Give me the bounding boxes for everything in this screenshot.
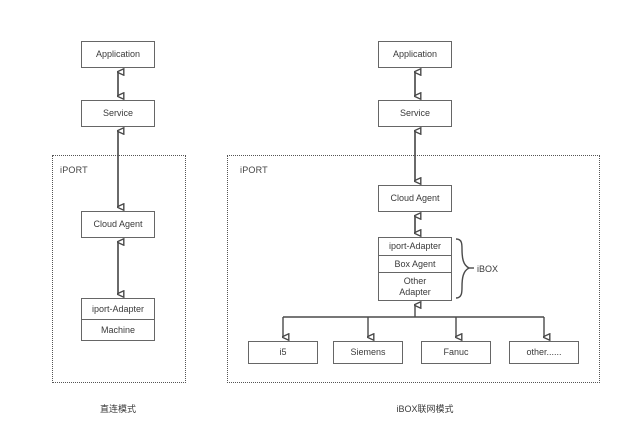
left-diagram-caption: 直连模式: [99, 404, 136, 414]
ibox-brace-label: iBOX: [477, 264, 499, 274]
right-cloud-agent-box[interactable]: Cloud Agent: [378, 185, 452, 212]
iport-zone-right: [227, 155, 600, 383]
iport-zone-left-label: iPORT: [60, 165, 88, 175]
machine-box-siemens[interactable]: Siemens: [333, 341, 403, 364]
right-application-box[interactable]: Application: [378, 41, 452, 68]
machine-box-i5[interactable]: i5: [248, 341, 318, 364]
left-service-box[interactable]: Service: [81, 100, 155, 127]
ibox-other-adapter-line1: Other: [403, 276, 427, 287]
ibox-box-agent-cell[interactable]: Box Agent: [379, 256, 451, 274]
iport-zone-right-label: iPORT: [240, 165, 268, 175]
ibox-other-adapter-cell[interactable]: Other Adapter: [379, 273, 451, 300]
ibox-other-adapter-line2: Adapter: [399, 286, 431, 297]
machine-box-other[interactable]: other......: [509, 341, 579, 364]
left-device-stack: iport-Adapter Machine: [81, 298, 155, 341]
machine-box-fanuc[interactable]: Fanuc: [421, 341, 491, 364]
left-machine-cell[interactable]: Machine: [100, 324, 136, 335]
ibox-iport-adapter-cell[interactable]: iport-Adapter: [379, 238, 451, 256]
ibox-stack: iport-Adapter Box Agent Other Adapter: [378, 237, 452, 301]
left-iport-adapter-cell[interactable]: iport-Adapter: [82, 299, 154, 320]
left-cloud-agent-box[interactable]: Cloud Agent: [81, 211, 155, 238]
right-service-box[interactable]: Service: [378, 100, 452, 127]
left-application-box[interactable]: Application: [81, 41, 155, 68]
iport-zone-left: [52, 155, 186, 383]
right-diagram-caption: iBOX联网模式: [396, 404, 454, 414]
